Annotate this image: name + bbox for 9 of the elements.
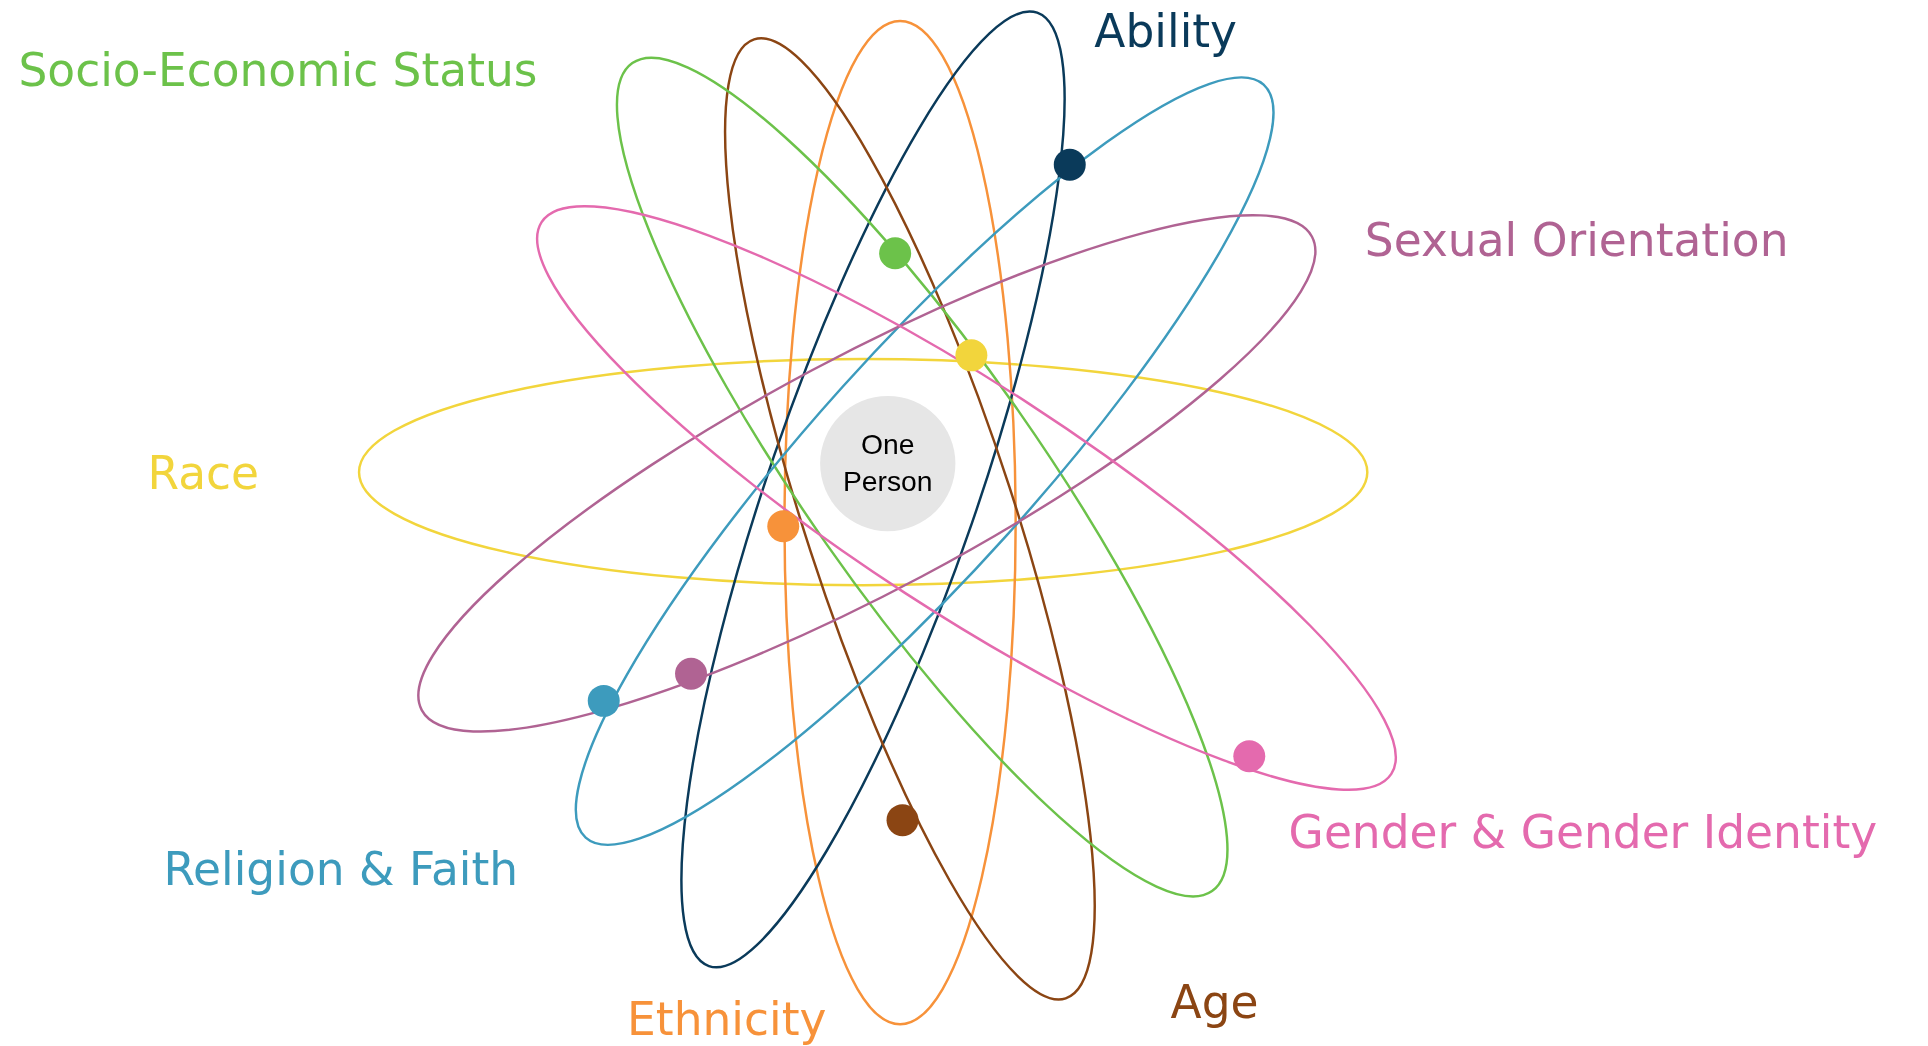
orbit-label: Gender & Gender Identity (1288, 809, 1878, 860)
node-text: One Person (841, 427, 934, 499)
orbit-label: Ethnicity (627, 996, 827, 1046)
orbit-label: Religion & Faith (163, 845, 519, 896)
orbit-label: Age (1170, 978, 1259, 1029)
orbit-label: Race (147, 450, 260, 501)
orbit-label: Ability (1094, 7, 1238, 58)
orbit-label: Socio-Economic Status (18, 46, 538, 97)
orbit-label: Sexual Orientation (1364, 216, 1789, 267)
